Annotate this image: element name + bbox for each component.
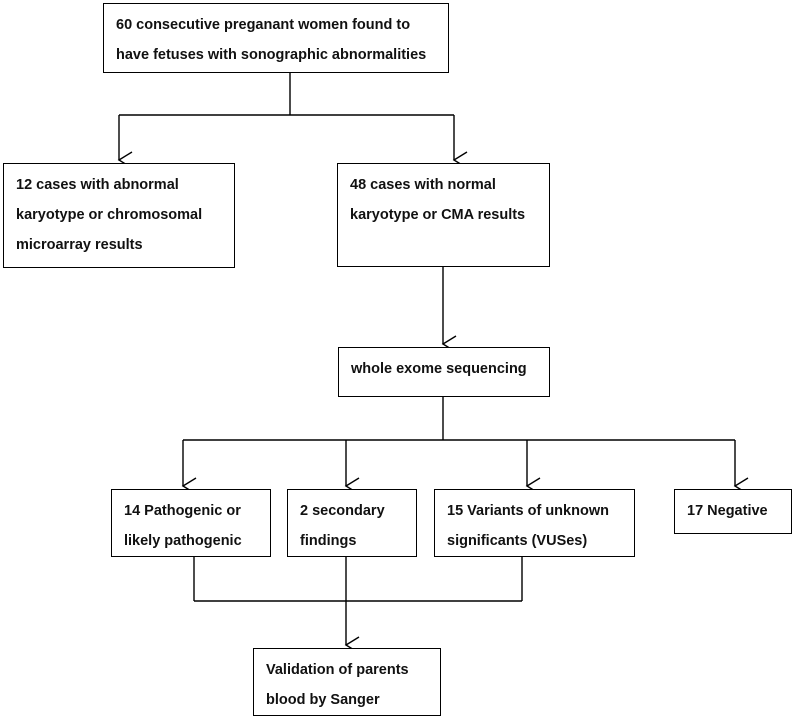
- box-wes: whole exome sequencing: [338, 347, 550, 397]
- box-secondary-line-2: findings: [300, 533, 357, 549]
- box-root: 60 consecutive preganant women found to …: [103, 3, 449, 73]
- box-root-line-1: 60 consecutive preganant women found to: [116, 17, 411, 33]
- box-negative-line-1: 17 Negative: [687, 503, 768, 519]
- box-abnormal: 12 cases with abnormal karyotype or chro…: [3, 163, 235, 268]
- box-vus: 15 Variants of unknown significants (VUS…: [434, 489, 635, 557]
- box-vus-line-2: significants (VUSes): [447, 533, 588, 549]
- box-validation-line-2: blood by Sanger: [266, 692, 380, 708]
- box-secondary: 2 secondary findings: [287, 489, 417, 557]
- box-abnormal-line-3: microarray results: [16, 237, 143, 253]
- box-secondary-line-1: 2 secondary: [300, 503, 385, 519]
- box-negative: 17 Negative: [674, 489, 792, 534]
- box-abnormal-line-1: 12 cases with abnormal: [16, 177, 179, 193]
- box-normal-line-1: 48 cases with normal: [350, 177, 496, 193]
- box-normal: 48 cases with normal karyotype or CMA re…: [337, 163, 550, 267]
- box-wes-line-1: whole exome sequencing: [351, 361, 527, 377]
- box-pathogenic-line-1: 14 Pathogenic or: [124, 503, 241, 519]
- box-vus-line-1: 15 Variants of unknown: [447, 503, 609, 519]
- box-abnormal-line-2: karyotype or chromosomal: [16, 207, 203, 223]
- box-validation: Validation of parents blood by Sanger: [253, 648, 441, 716]
- box-normal-line-2: karyotype or CMA results: [350, 207, 526, 223]
- box-pathogenic-line-2: likely pathogenic: [124, 533, 242, 549]
- box-pathogenic: 14 Pathogenic or likely pathogenic: [111, 489, 271, 557]
- box-root-line-2: have fetuses with sonographic abnormalit…: [116, 47, 427, 63]
- box-validation-line-1: Validation of parents: [266, 662, 409, 678]
